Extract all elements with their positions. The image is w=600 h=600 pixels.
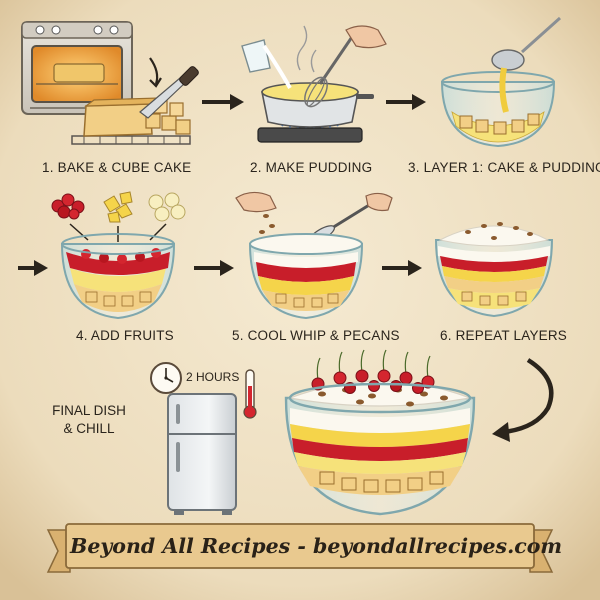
final-label-line1: FINAL DISH [52,403,126,418]
step-1-illustration [21,21,199,145]
hand-icon [345,25,387,49]
knife-icon [139,66,199,119]
clock-icon [150,362,182,394]
step-5-label: 5. COOL WHIP & PECANS [232,328,400,343]
arrow-step4-to-step5-icon [194,260,234,276]
arrow-step1-to-step2-icon [202,94,244,110]
arrow-step5-to-step6-icon [382,260,422,276]
banner-ribbon [46,523,554,573]
step-5-illustration [235,191,393,320]
step-4-illustration [51,191,186,320]
pineapple-chunks-icon [103,191,133,223]
steam-icon [296,25,308,71]
step-1-label: 1. BAKE & CUBE CAKE [42,160,192,175]
arrow-oven-to-cake-icon [149,57,159,85]
cake-slab-icon [83,97,160,137]
pudding-pot-icon [261,82,374,128]
measuring-cup-icon [241,39,292,89]
final-label-line2: & CHILL [63,421,115,436]
final-trifle-bowl-icon [284,349,476,516]
arrow-step6-to-final-icon [492,358,554,442]
oven-icon [21,21,133,115]
glass-bowl-step5-icon [248,233,364,320]
arrow-step2-to-step3-icon [386,94,426,110]
arrow-into-step4-icon [18,260,48,276]
thermometer-icon [243,369,257,419]
chill-time-label: 2 HOURS [186,370,240,384]
cherries-pile-icon [51,193,85,220]
step-6-illustration [434,222,554,318]
refrigerator-icon [167,393,237,515]
glass-bowl-step4-icon [60,233,176,320]
step-6-label: 6. REPEAT LAYERS [440,328,568,343]
cooling-rack-icon [71,135,191,145]
ladle-icon [491,16,562,113]
glass-bowl-step6-icon [434,222,554,318]
step-3-illustration [440,16,562,148]
banana-slices-icon [148,192,186,222]
whisk-icon [304,33,356,108]
step-3-label: 3. LAYER 1: CAKE & PUDDING [408,160,600,175]
falling-pecans-icon [259,214,279,240]
step-2-illustration [241,25,387,143]
banner-text: Beyond All Recipes - beyondallrecipes.co… [70,534,563,558]
step-4-label: 4. ADD FRUITS [76,328,174,343]
hand-sprinkling-icon [235,191,277,213]
glass-bowl-step3-icon [440,71,556,148]
final-dish-label: FINAL DISH & CHILL [44,402,134,438]
final-illustration [150,362,257,515]
step-2-label: 2. MAKE PUDDING [250,160,373,175]
